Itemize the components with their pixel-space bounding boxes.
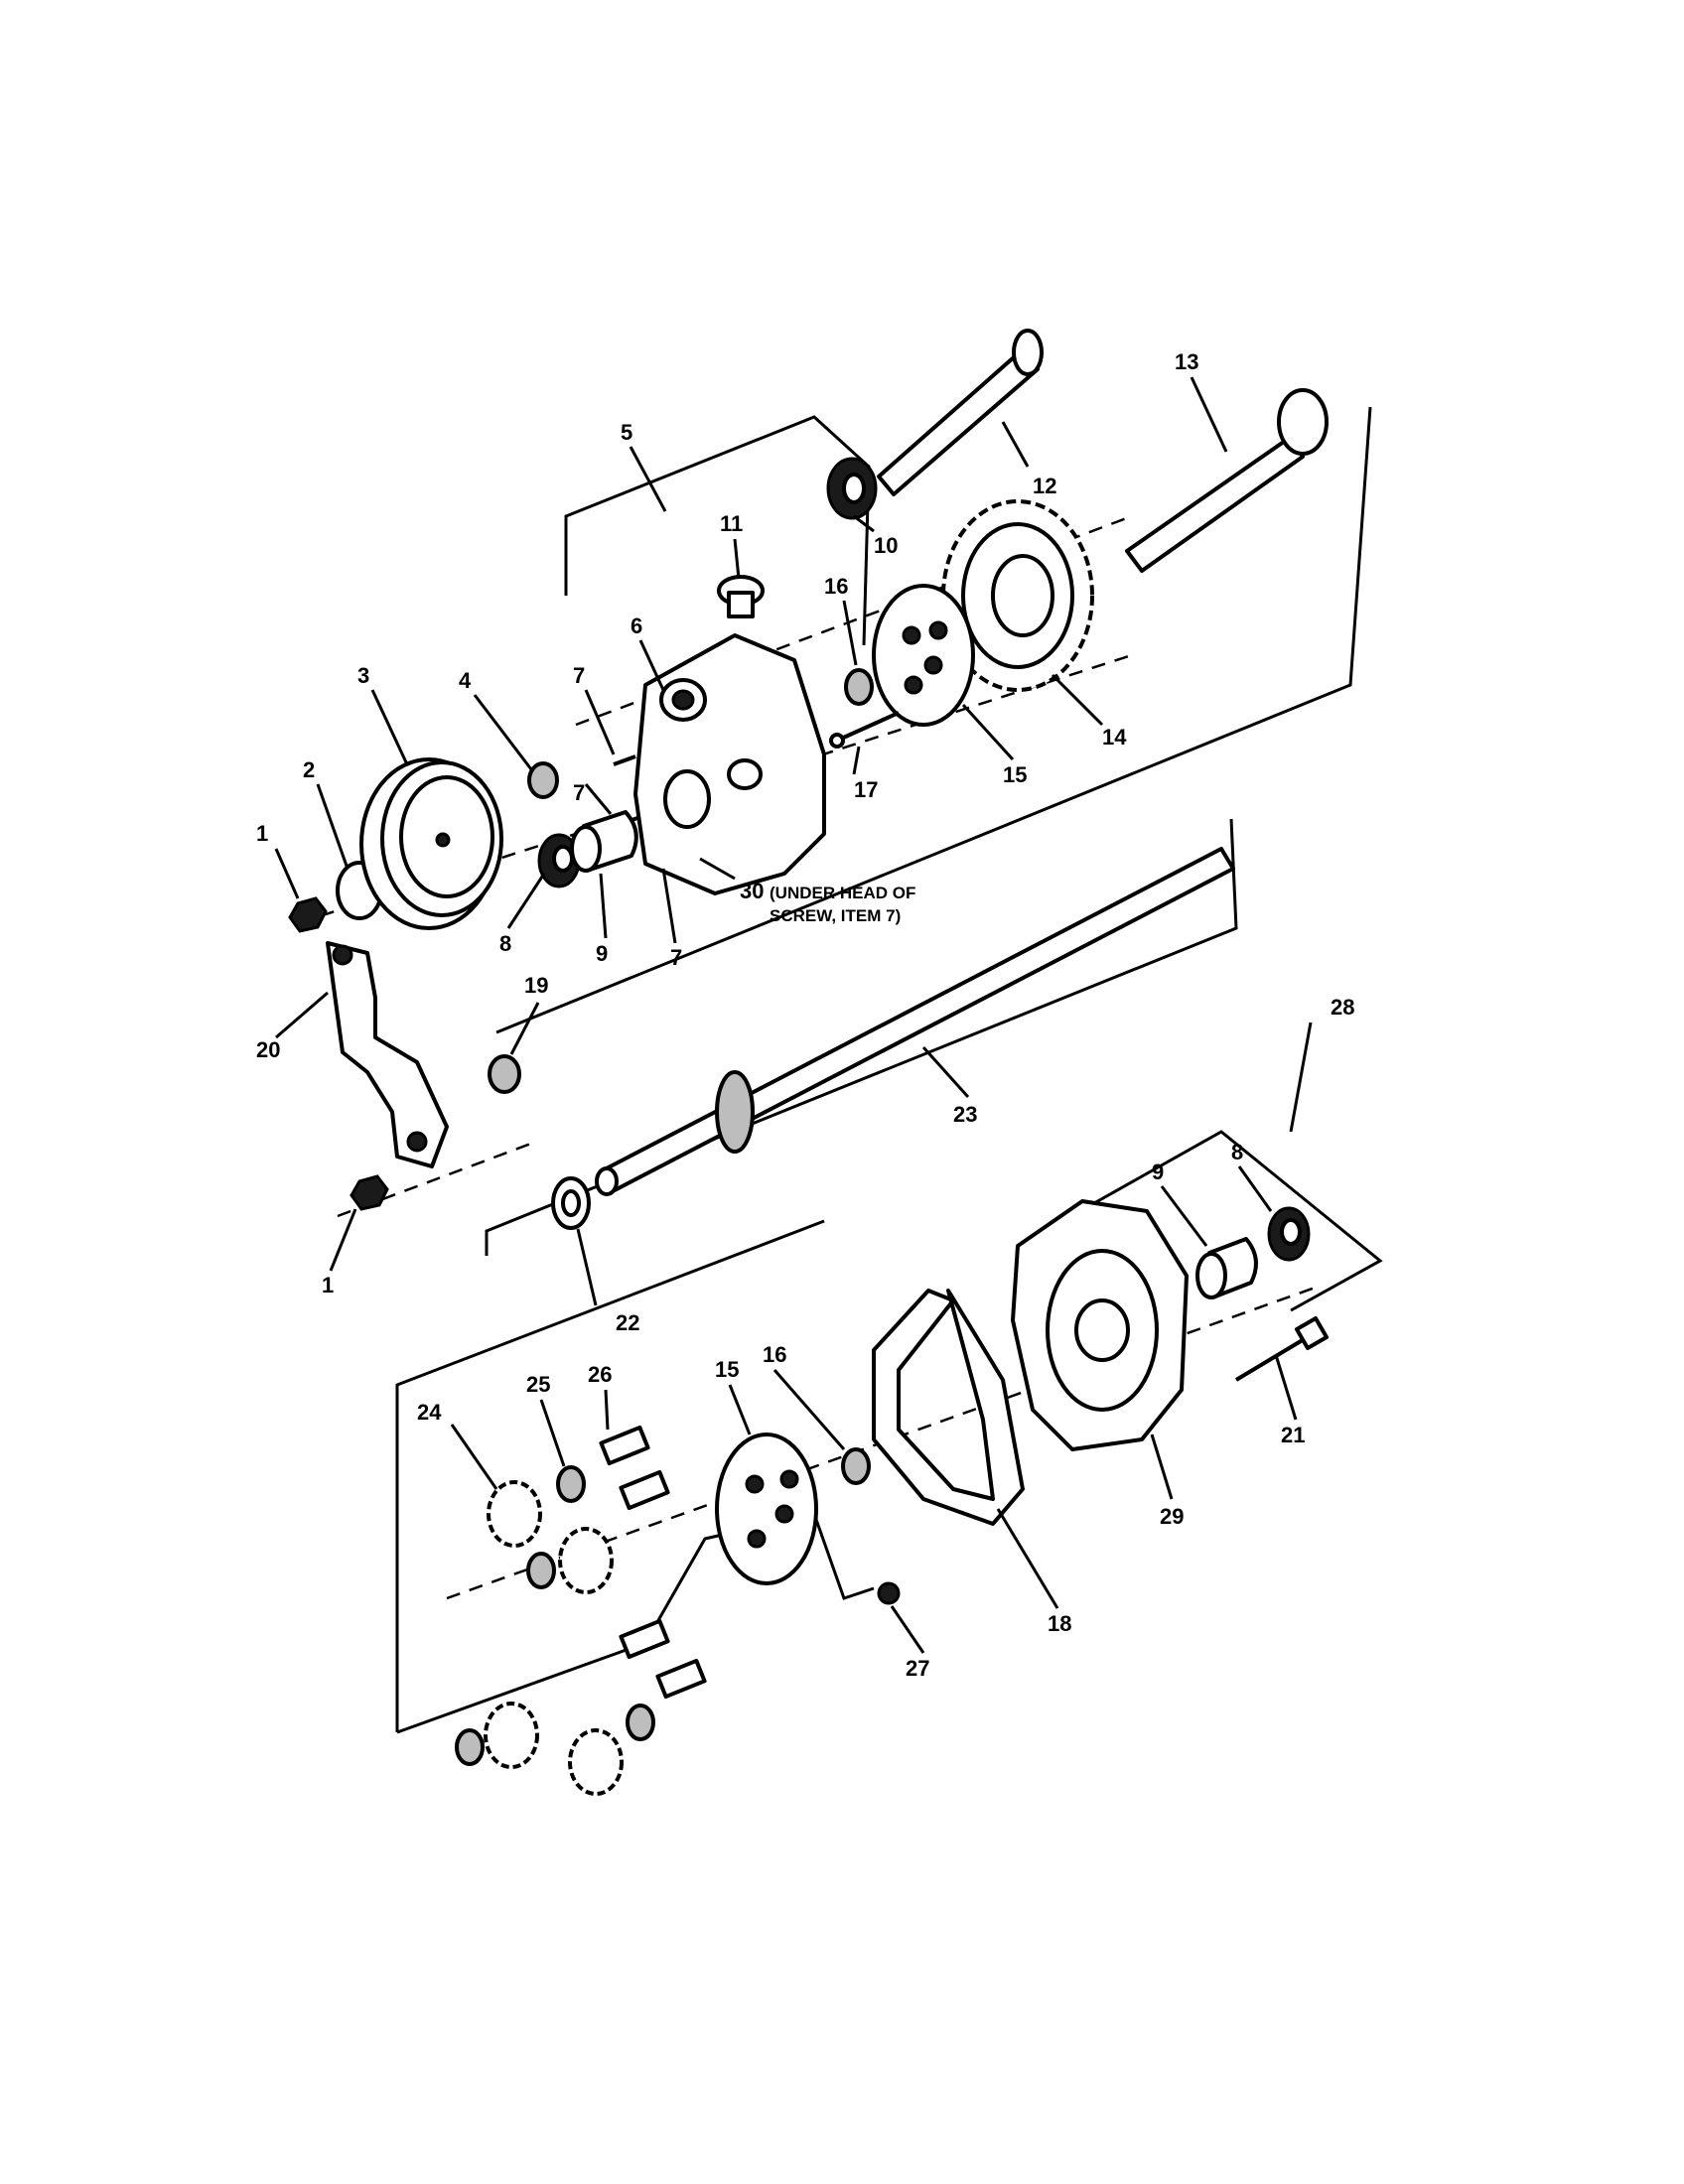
part-8-bearing-lower [1267, 1206, 1311, 1262]
bracket-lower [395, 1219, 825, 1732]
note-30-line2: SCREW, ITEM 7) [770, 906, 901, 925]
callout-8-upper: 8 [499, 931, 511, 956]
part-10-bearing [826, 457, 878, 520]
callout-14: 14 [1102, 725, 1127, 750]
callout-16-upper: 16 [824, 574, 848, 599]
part-16-washer-lower [841, 1447, 871, 1485]
callout-16-lower: 16 [763, 1342, 786, 1367]
leader-lines [274, 376, 1313, 1654]
part-21-bolt [1234, 1315, 1330, 1382]
part-11-vent-plug [717, 575, 765, 618]
callout-26: 26 [588, 1362, 612, 1387]
callout-25: 25 [526, 1372, 550, 1397]
part-12-shaft [877, 329, 1044, 496]
callout-9-upper: 9 [596, 941, 608, 966]
part-1-nut-upper [288, 896, 328, 933]
callout-24: 24 [417, 1400, 442, 1425]
callout-7-middle: 7 [573, 780, 585, 805]
callout-18: 18 [1048, 1611, 1071, 1636]
part-9-bushing-upper [570, 810, 638, 873]
part-25-washers [455, 1465, 655, 1766]
callout-2: 2 [303, 757, 315, 782]
callout-15-upper: 15 [1003, 762, 1027, 787]
bracket-5 [564, 415, 871, 646]
callout-6: 6 [631, 614, 642, 638]
part-29-housing-lower [1011, 1199, 1189, 1451]
callout-28: 28 [1331, 995, 1354, 1020]
callout-17: 17 [854, 777, 878, 802]
bracket-23 [485, 818, 1238, 1256]
bracket-13 [495, 406, 1372, 1034]
part-3-pulley [359, 757, 503, 930]
callout-15-lower: 15 [715, 1357, 739, 1382]
part-17-bolt [829, 711, 900, 749]
part-4-washer [527, 761, 559, 799]
callout-20: 20 [256, 1037, 280, 1062]
callout-27: 27 [906, 1656, 929, 1681]
part-6-housing-upper [633, 633, 826, 895]
callout-4: 4 [459, 668, 472, 693]
callout-13: 13 [1175, 349, 1198, 374]
callout-7-top: 7 [573, 663, 585, 688]
callout-12: 12 [1033, 474, 1056, 498]
callout-19: 19 [524, 973, 548, 998]
part-26-pins [599, 1425, 707, 1700]
note-30-line1: (UNDER HEAD OF [770, 884, 915, 902]
part-19-washer [488, 1054, 521, 1094]
part-16-washer-upper [844, 668, 874, 706]
part-27-ball [877, 1581, 901, 1605]
part-23-axle [595, 847, 1235, 1196]
callout-30: 30 [740, 879, 764, 903]
part-18-gasket [872, 1289, 1025, 1526]
callout-23: 23 [953, 1102, 977, 1127]
callout-7-bottom: 7 [670, 945, 682, 970]
callout-22: 22 [616, 1310, 639, 1335]
callout-29: 29 [1160, 1504, 1184, 1529]
part-24-planet-gears [484, 1480, 624, 1796]
callout-3: 3 [357, 663, 369, 688]
part-13-shaft [1125, 388, 1329, 573]
callout-9-lower: 9 [1152, 1160, 1164, 1184]
callout-11: 11 [720, 511, 743, 536]
part-15-carrier-upper [872, 584, 975, 727]
part-20-bracket [326, 941, 449, 1168]
part-15-carrier-lower [715, 1433, 818, 1585]
callout-1-lower: 1 [322, 1273, 334, 1297]
bracket-28 [1061, 1130, 1383, 1312]
part-14-gear [941, 499, 1094, 692]
part-1-nut-lower [350, 1174, 389, 1211]
callout-5: 5 [621, 420, 632, 445]
callout-8-lower: 8 [1231, 1140, 1243, 1164]
part-22-seal [551, 1176, 591, 1230]
part-9-bushing-lower [1195, 1237, 1258, 1299]
part-8-bearing-upper [537, 833, 581, 888]
callout-10: 10 [874, 533, 898, 558]
callout-21: 21 [1281, 1423, 1305, 1447]
callout-1-upper: 1 [256, 821, 268, 846]
